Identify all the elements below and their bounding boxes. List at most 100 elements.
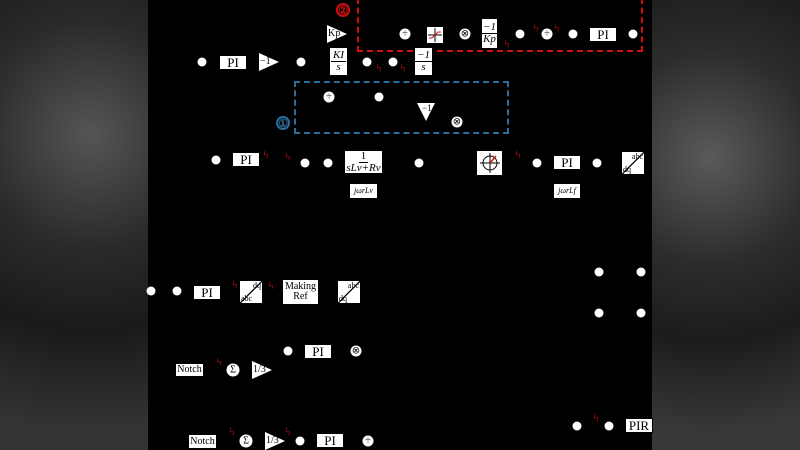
pi-block: PI	[589, 27, 617, 42]
multiply-op: ⊗	[350, 345, 362, 357]
num: 1	[358, 149, 369, 163]
neg-one-gain-down: −1	[417, 103, 435, 121]
one-third-gain: 1/3	[265, 432, 285, 450]
num: KI	[331, 49, 346, 62]
cross-coupling-f: jωrLf	[553, 183, 581, 199]
node	[592, 158, 602, 168]
node	[295, 436, 305, 446]
node	[283, 346, 293, 356]
node	[300, 158, 310, 168]
bolt-icon: ϟ	[533, 20, 539, 35]
divide-op: ÷	[323, 91, 335, 103]
node	[604, 421, 614, 431]
node	[362, 57, 372, 67]
abc-label: abc	[241, 294, 253, 303]
notch-filter-block: Notch	[175, 363, 204, 377]
multiply-op: ⊗	[459, 28, 471, 40]
node	[628, 29, 638, 39]
node	[323, 158, 333, 168]
notch-filter-block: Notch	[188, 434, 217, 449]
multiply-op: ⊗	[451, 116, 463, 128]
dq-label: dq	[253, 281, 261, 290]
node	[296, 57, 306, 67]
node	[211, 155, 221, 165]
node	[572, 421, 582, 431]
den: Kp	[483, 33, 496, 45]
num: −1	[415, 49, 432, 62]
bolt-icon: ϟ	[400, 60, 406, 75]
bolt-icon: ϟ	[285, 424, 291, 439]
den: sLv+Rv	[346, 161, 381, 174]
node	[636, 308, 646, 318]
bolt-icon: ϟ	[554, 20, 560, 35]
bolt-icon: ϟ	[515, 147, 521, 162]
pi-block: PI	[193, 285, 221, 300]
node	[197, 57, 207, 67]
region-2-box	[357, 0, 643, 52]
pll-icon	[479, 153, 500, 173]
node	[414, 158, 424, 168]
making-label: Making	[284, 281, 317, 292]
kp-gain: Kp	[327, 25, 347, 43]
bolt-icon: ϟ	[268, 278, 274, 293]
pi-block: PI	[232, 152, 260, 167]
bolt-icon: ϟ	[285, 149, 291, 164]
saturation-block	[426, 26, 444, 44]
pi-block: PI	[304, 344, 332, 359]
region-1-box	[294, 81, 509, 134]
den: s	[421, 61, 426, 73]
abc-label: abc	[631, 152, 643, 161]
neg-one-gain: −1	[259, 53, 279, 71]
pi-block: PI	[219, 55, 247, 70]
blurred-right-margin	[650, 0, 800, 450]
pi-block: PI	[316, 433, 344, 448]
dq-label: dq	[339, 294, 347, 303]
bolt-icon: ϟ	[263, 147, 269, 162]
gain-label: −1	[260, 56, 271, 67]
bolt-icon: ϟ	[593, 410, 599, 425]
ref-label: Ref	[293, 291, 308, 302]
gain-label: −1	[422, 103, 432, 113]
sum-op: Σ	[239, 434, 253, 448]
node	[388, 57, 398, 67]
pi-block: PI	[553, 155, 581, 170]
blurred-left-margin	[0, 0, 150, 450]
region-2-label: ②	[336, 3, 350, 17]
node	[146, 286, 156, 296]
sum-op: Σ	[226, 363, 240, 377]
bolt-icon: ϟ	[376, 60, 382, 75]
abc-label: abc	[347, 281, 359, 290]
gain-label: 1/3	[253, 364, 266, 375]
bolt-icon: ϟ	[229, 424, 235, 439]
bolt-icon: ϟ	[504, 36, 510, 51]
node	[594, 308, 604, 318]
node	[374, 92, 384, 102]
node	[636, 267, 646, 277]
dq-label: dq	[623, 165, 631, 174]
node	[172, 286, 182, 296]
node	[532, 158, 542, 168]
cross-coupling-v: jωrLv	[349, 183, 378, 199]
region-1-label: ①	[276, 116, 290, 130]
divide-op: ÷	[399, 28, 411, 40]
bolt-icon: ϟ	[216, 354, 222, 369]
one-third-gain: 1/3	[252, 361, 272, 379]
bolt-icon: ϟ	[232, 277, 238, 292]
num: −1	[481, 21, 498, 34]
node	[515, 29, 525, 39]
divide-op: ÷	[541, 28, 553, 40]
den: s	[336, 61, 341, 73]
pir-block: PIR	[625, 418, 653, 433]
node	[568, 29, 578, 39]
pll-block	[476, 150, 503, 176]
kp-label: Kp	[328, 28, 341, 39]
gain-label: 1/3	[266, 435, 279, 446]
